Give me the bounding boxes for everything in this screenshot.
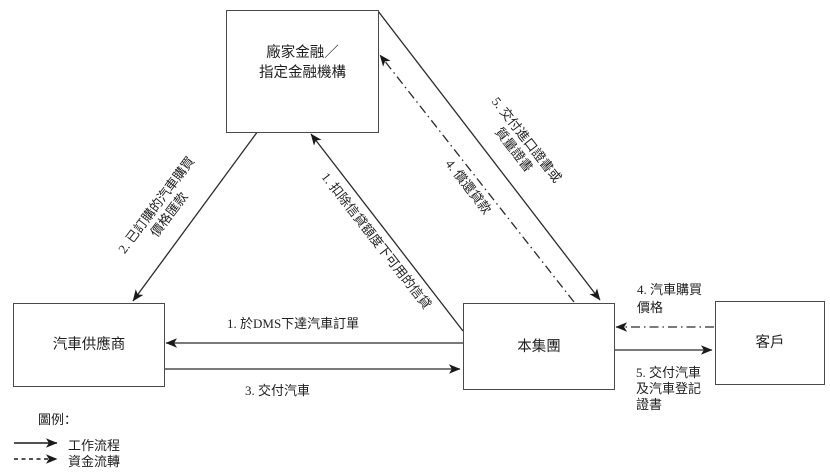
edge-label-order-dms: 1. 於DMS下達汽車訂單 — [227, 316, 360, 331]
node-manufacturer-finance: 廠家金融／ 指定金融機構 — [226, 10, 379, 133]
arrow-credit — [310, 133, 464, 332]
node-the-group: 本集團 — [463, 303, 615, 390]
node-customer: 客戶 — [715, 301, 825, 385]
node-the-group-label: 本集團 — [517, 338, 561, 355]
legend-title: 圖例： — [38, 412, 78, 427]
edge-label-deliver-customer: 5. 交付汽車 及汽車登記 證書 — [636, 365, 702, 412]
edge-label-purchase-price: 4. 汽車購買 價格 — [637, 282, 703, 315]
legend-funds-label: 資金流轉 — [68, 454, 121, 469]
arrow-import-cert — [377, 10, 601, 301]
arrow-remittance — [132, 130, 259, 302]
edge-label-deliver-vehicles: 3. 交付汽車 — [245, 383, 311, 398]
node-customer-label: 客戶 — [755, 335, 785, 351]
arrow-repay-loan — [379, 54, 575, 303]
legend-workflow-label: 工作流程 — [68, 438, 121, 453]
node-auto-supplier-label: 汽車供應商 — [52, 337, 126, 353]
node-auto-supplier: 汽車供應商 — [13, 303, 165, 387]
node-manufacturer-finance-label: 廠家金融／ 指定金融機構 — [259, 44, 346, 81]
